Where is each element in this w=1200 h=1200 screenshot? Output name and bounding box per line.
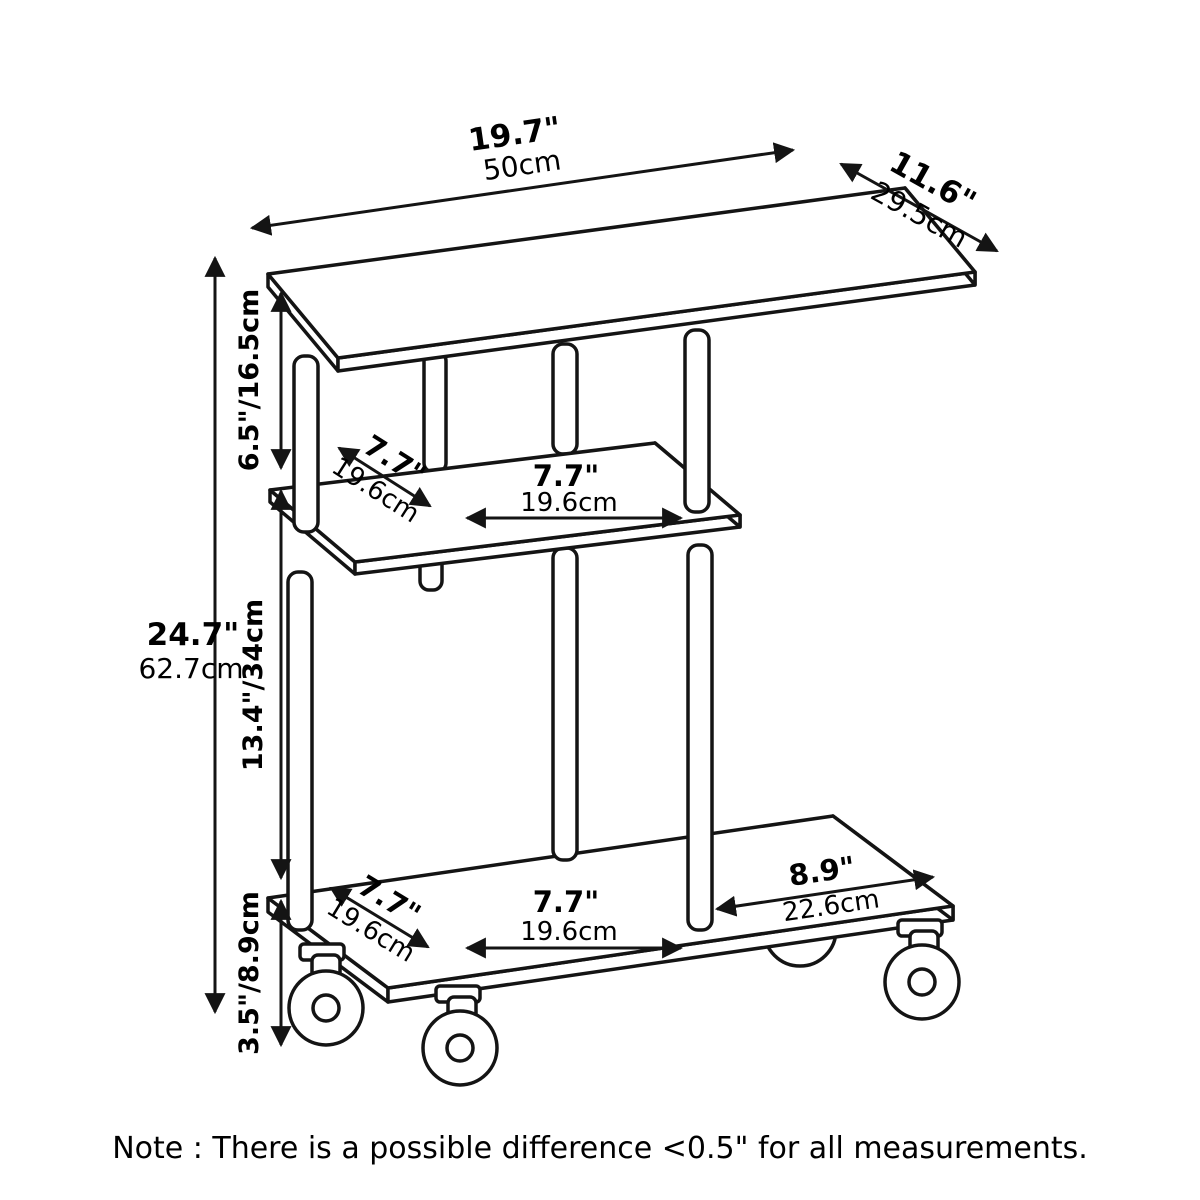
label-total-height-in: 24.7"	[147, 617, 240, 653]
dim-arrow-top-depth	[839, 162, 999, 253]
caster-right	[883, 918, 961, 1021]
label-mid-to-bottom: 13.4"/34cm	[238, 599, 269, 771]
label-total-height-cm: 62.7cm	[138, 652, 243, 685]
tube-lower-right	[686, 543, 714, 932]
measurement-note: Note : There is a possible difference <0…	[112, 1131, 1088, 1166]
tube-upper-left	[292, 354, 320, 534]
dim-arrow-bottom-depth	[329, 886, 430, 949]
bottom-shelf-top-face	[266, 814, 955, 990]
caster-left-hub	[311, 993, 341, 1023]
tube-lower-center	[551, 546, 579, 862]
label-bottom-side: 8.9" 22.6cm	[781, 850, 882, 929]
tube-upper-center	[551, 342, 579, 456]
dim-arrow-mid-depth	[337, 446, 432, 508]
label-bottom-width-cm: 19.6cm	[520, 917, 618, 947]
dim-arrow-bottom-side	[714, 869, 936, 917]
label-caster-height: 3.5"/8.9cm	[234, 891, 265, 1055]
label-bottom-width-in: 7.7"	[533, 885, 599, 919]
label-mid-width-in: 7.7"	[533, 459, 599, 493]
caster-front-hub	[445, 1033, 475, 1063]
label-mid-width-cm: 19.6cm	[520, 488, 618, 518]
tube-upper-back	[422, 350, 448, 474]
caster-front	[421, 984, 499, 1087]
label-top-length: 19.7" 50cm	[466, 110, 563, 187]
dim-arrow-top-length	[249, 142, 796, 236]
table-top	[266, 186, 977, 373]
caster-right-hub	[907, 967, 937, 997]
label-top-to-mid: 6.5"/16.5cm	[234, 289, 265, 472]
tube-lower-left	[286, 570, 314, 932]
tube-upper-right	[683, 328, 711, 514]
middle-shelf-top-face	[268, 441, 742, 564]
